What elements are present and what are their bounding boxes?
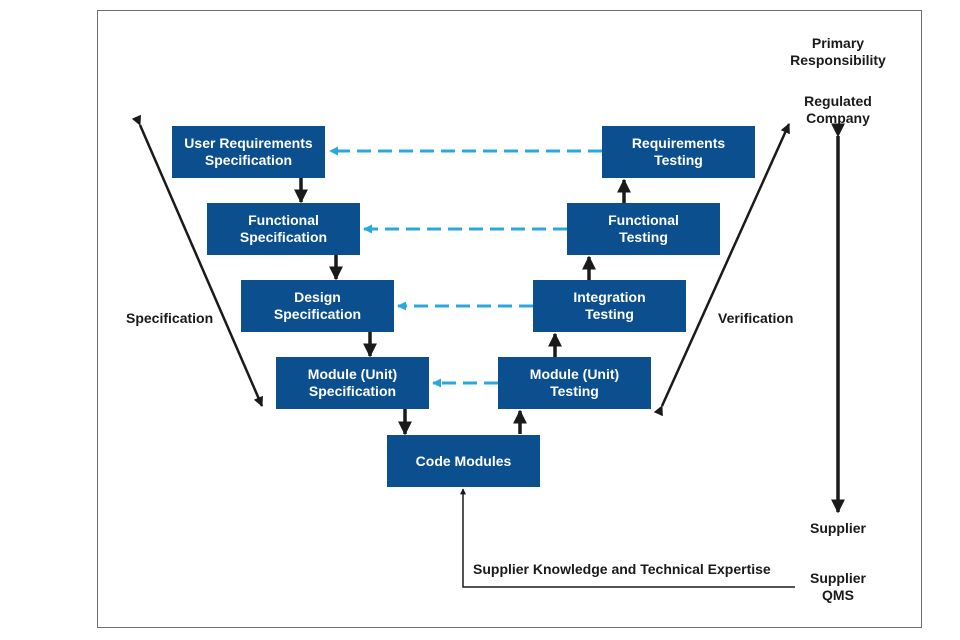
verification-label: Verification (718, 310, 794, 326)
regulated-company-label: Regulated Company (804, 93, 872, 126)
supplier-knowledge-connector (460, 488, 795, 588)
supplier-label: Supplier (809, 520, 866, 536)
node-module-specification: Module (Unit) Specification (276, 357, 429, 409)
primary-responsibility-label: Primary Responsibility (790, 35, 886, 68)
node-functional-specification: Functional Specification (207, 203, 360, 255)
node-requirements-testing: Requirements Testing (602, 126, 755, 178)
node-integration-testing: Integration Testing (533, 280, 686, 332)
supplier-knowledge-label: Supplier Knowledge and Technical Experti… (473, 561, 771, 577)
diagram-frame (97, 10, 922, 628)
specification-arrow (131, 114, 264, 407)
node-design-specification: Design Specification (241, 280, 394, 332)
node-module-testing: Module (Unit) Testing (498, 357, 651, 409)
node-code-modules: Code Modules (387, 435, 540, 487)
specification-label: Specification (126, 310, 214, 326)
verification-arrow (653, 123, 791, 417)
node-functional-testing: Functional Testing (567, 203, 720, 255)
supplier-qms-label: Supplier QMS (809, 570, 866, 603)
node-user-requirements-specification: User Requirements Specification (172, 126, 325, 178)
